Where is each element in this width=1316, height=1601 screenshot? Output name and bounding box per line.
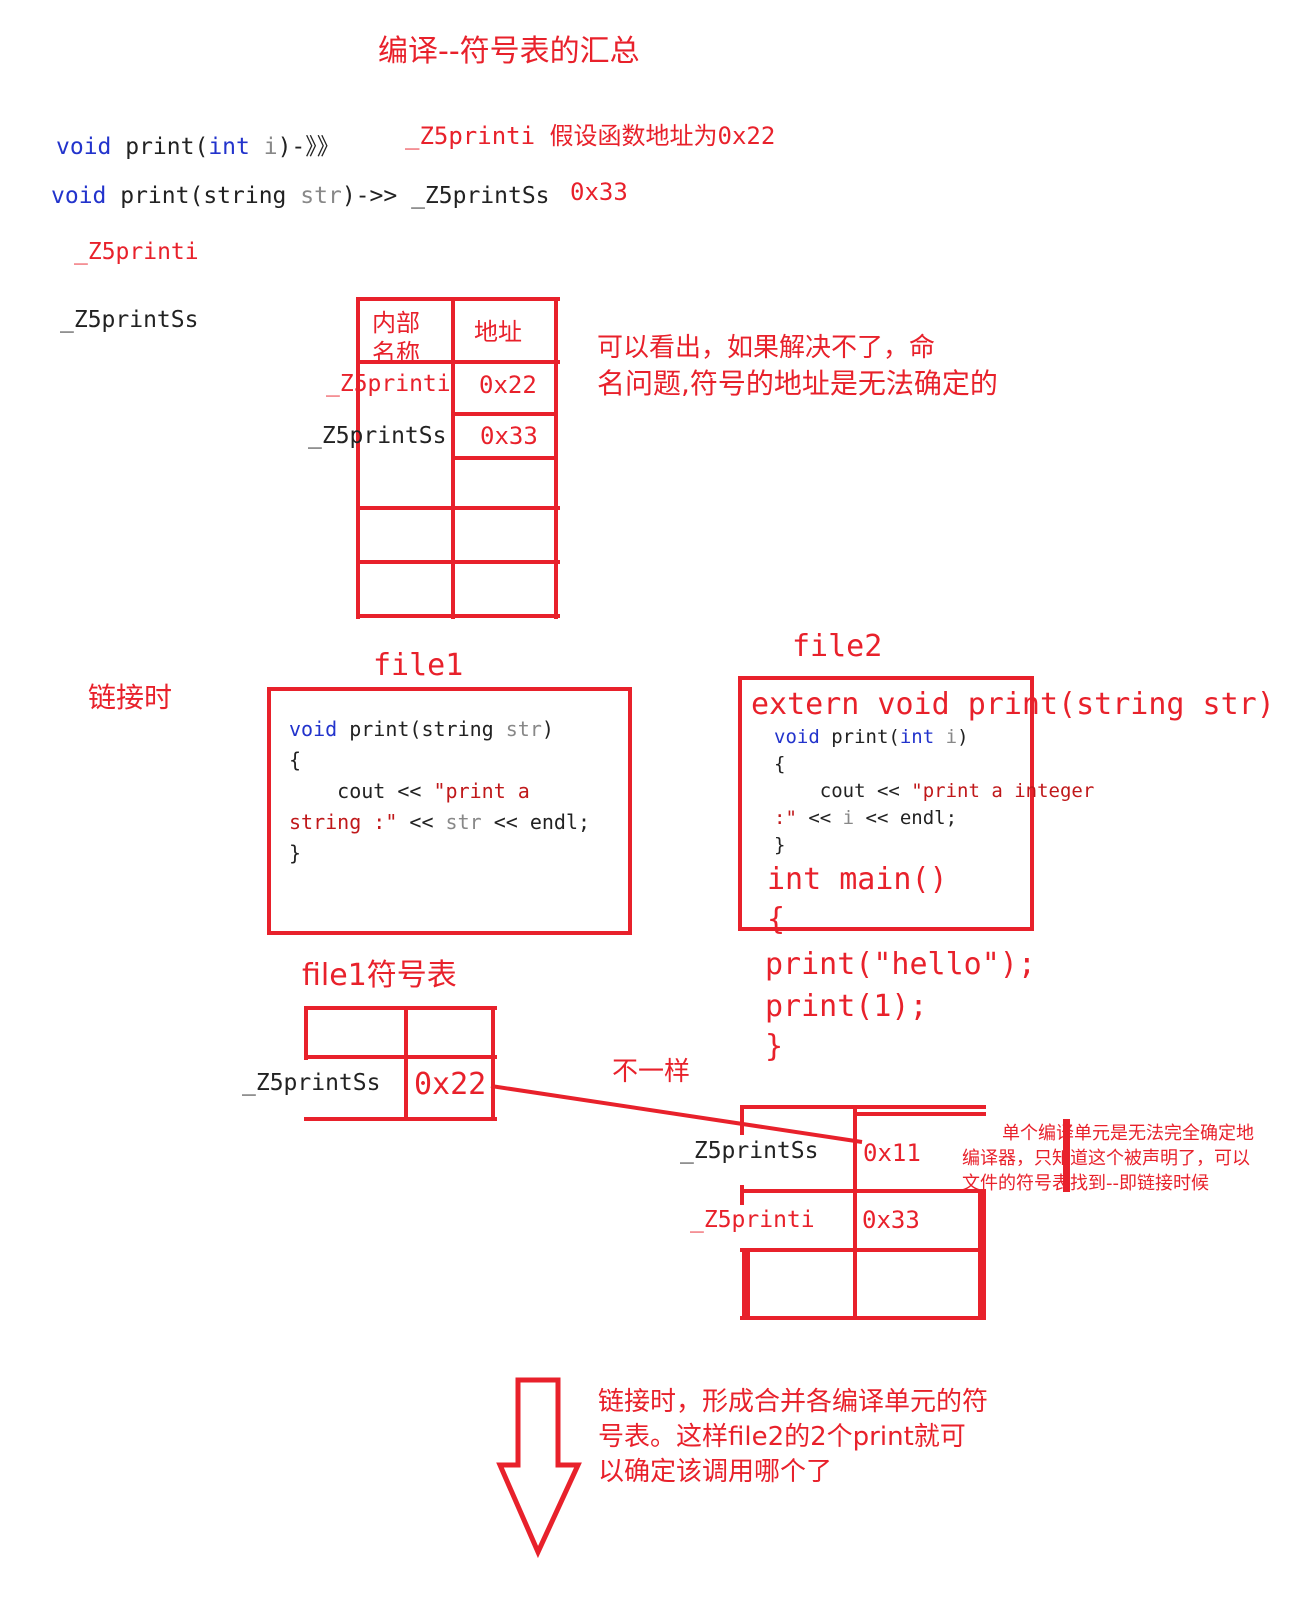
main-open-brace: { xyxy=(767,902,786,937)
call-print-string: print("hello"); xyxy=(765,947,1036,982)
note-naming-line2: 名问题,符号的地址是无法确定的 xyxy=(597,367,998,400)
table-row-name: _Z5printi xyxy=(326,371,451,397)
file1-box xyxy=(267,687,632,935)
page-title: 编译--符号表的汇总 xyxy=(378,34,640,69)
table-row-address: 0x11 xyxy=(863,1139,921,1167)
mismatch-line xyxy=(490,1084,863,1144)
symbol-z5printi: _Z5printi xyxy=(74,239,199,265)
compile-unit-note: 单个编译单元是无法完全确定地 编译器，只知道这个被声明了，可以 文件的符号表找到… xyxy=(962,1123,1254,1194)
address-0x33: 0x33 xyxy=(570,178,628,206)
file1-label: file1 xyxy=(373,648,464,683)
table-row-address: 0x33 xyxy=(862,1206,920,1234)
table-row-address: 0x22 xyxy=(479,371,537,399)
table-row-name: _Z5printSs xyxy=(680,1138,819,1164)
file1-code: void print(string str) { cout << "print … xyxy=(289,717,591,865)
file2-code: void print(int i) { cout << "print a int… xyxy=(774,726,1095,856)
table-header-name: 内部名称 xyxy=(372,309,420,367)
table-row-address: 0x22 xyxy=(414,1067,487,1102)
table-row-name: _Z5printSs xyxy=(242,1070,381,1096)
file2-extern-decl: extern void print(string str) xyxy=(751,687,1275,722)
table-row-name: _Z5printSs xyxy=(308,423,447,449)
different-label: 不一样 xyxy=(612,1057,691,1087)
down-arrow-icon xyxy=(496,1377,582,1559)
call-print-int: print(1); xyxy=(765,989,928,1024)
file2-label: file2 xyxy=(792,629,883,664)
symbol-z5printss: _Z5printSs xyxy=(60,307,199,333)
file1-symbol-table-label: file1符号表 xyxy=(302,958,457,993)
link-time-label: 链接时 xyxy=(88,681,173,714)
table-row-name: _Z5printi xyxy=(690,1207,815,1233)
note-cover-bar xyxy=(1063,1119,1070,1192)
file2-box xyxy=(738,676,1034,931)
signature-int: void print(int i)-》》 xyxy=(56,134,340,160)
table-row-address: 0x33 xyxy=(480,422,538,450)
note-naming-line1: 可以看出，如果解决不了，命 xyxy=(597,333,936,363)
link-merge-note: 链接时，形成合并各编译单元的符 号表。这样file2的2个print就可 以确定… xyxy=(598,1387,989,1487)
signature-string: void print(string str)->> _Z5printSs xyxy=(51,183,550,209)
mangled-int-note: _Z5printi 假设函数地址为0x22 xyxy=(405,122,776,150)
main-signature: int main() xyxy=(767,862,948,897)
main-close-brace: } xyxy=(765,1029,784,1064)
table-header-address: 地址 xyxy=(474,318,522,346)
mangled-symbol: _Z5printi xyxy=(405,122,536,150)
